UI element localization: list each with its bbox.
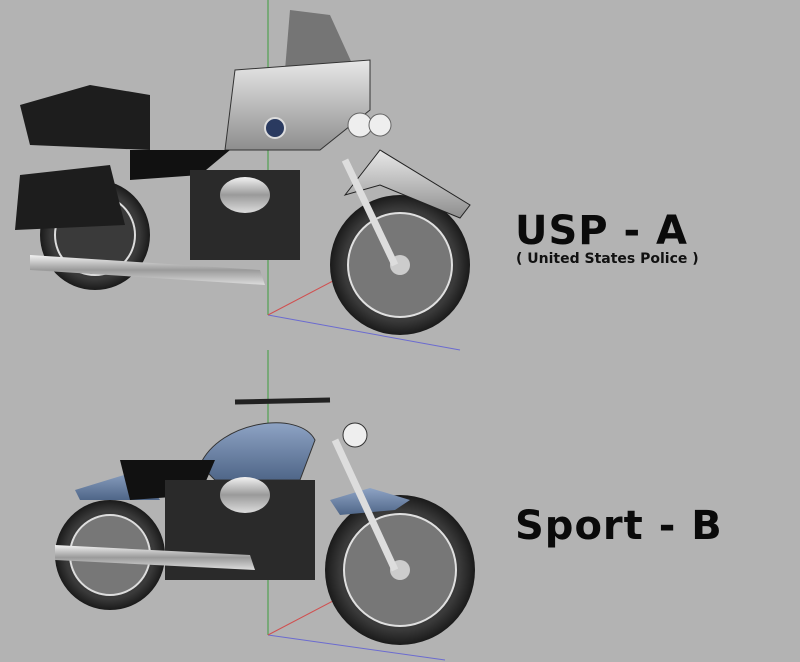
headlight [342, 422, 368, 448]
model-title-sport-b: Sport - B [515, 503, 723, 549]
front-fork [341, 158, 399, 267]
engine [220, 177, 270, 213]
motorcycle-sport-b [55, 350, 475, 661]
exhaust [55, 545, 255, 570]
seat [130, 150, 230, 180]
fuel-tank [199, 422, 316, 481]
windshield-icon [285, 10, 355, 70]
model-title-usp-a: USP - A [515, 208, 689, 254]
exhaust [30, 255, 265, 285]
axis-z-line [267, 314, 461, 351]
motorcycle-usp-a [15, 0, 471, 351]
front-fender [330, 488, 410, 515]
axis-z-line [267, 634, 446, 661]
model-subtitle-usp-a: ( United States Police ) [516, 251, 699, 267]
top-case [20, 85, 150, 150]
handlebar [234, 397, 331, 405]
front-fork [331, 438, 399, 572]
front-fender [343, 149, 471, 219]
saddlebag [15, 165, 125, 230]
fairing [224, 59, 371, 151]
engine [220, 477, 270, 513]
